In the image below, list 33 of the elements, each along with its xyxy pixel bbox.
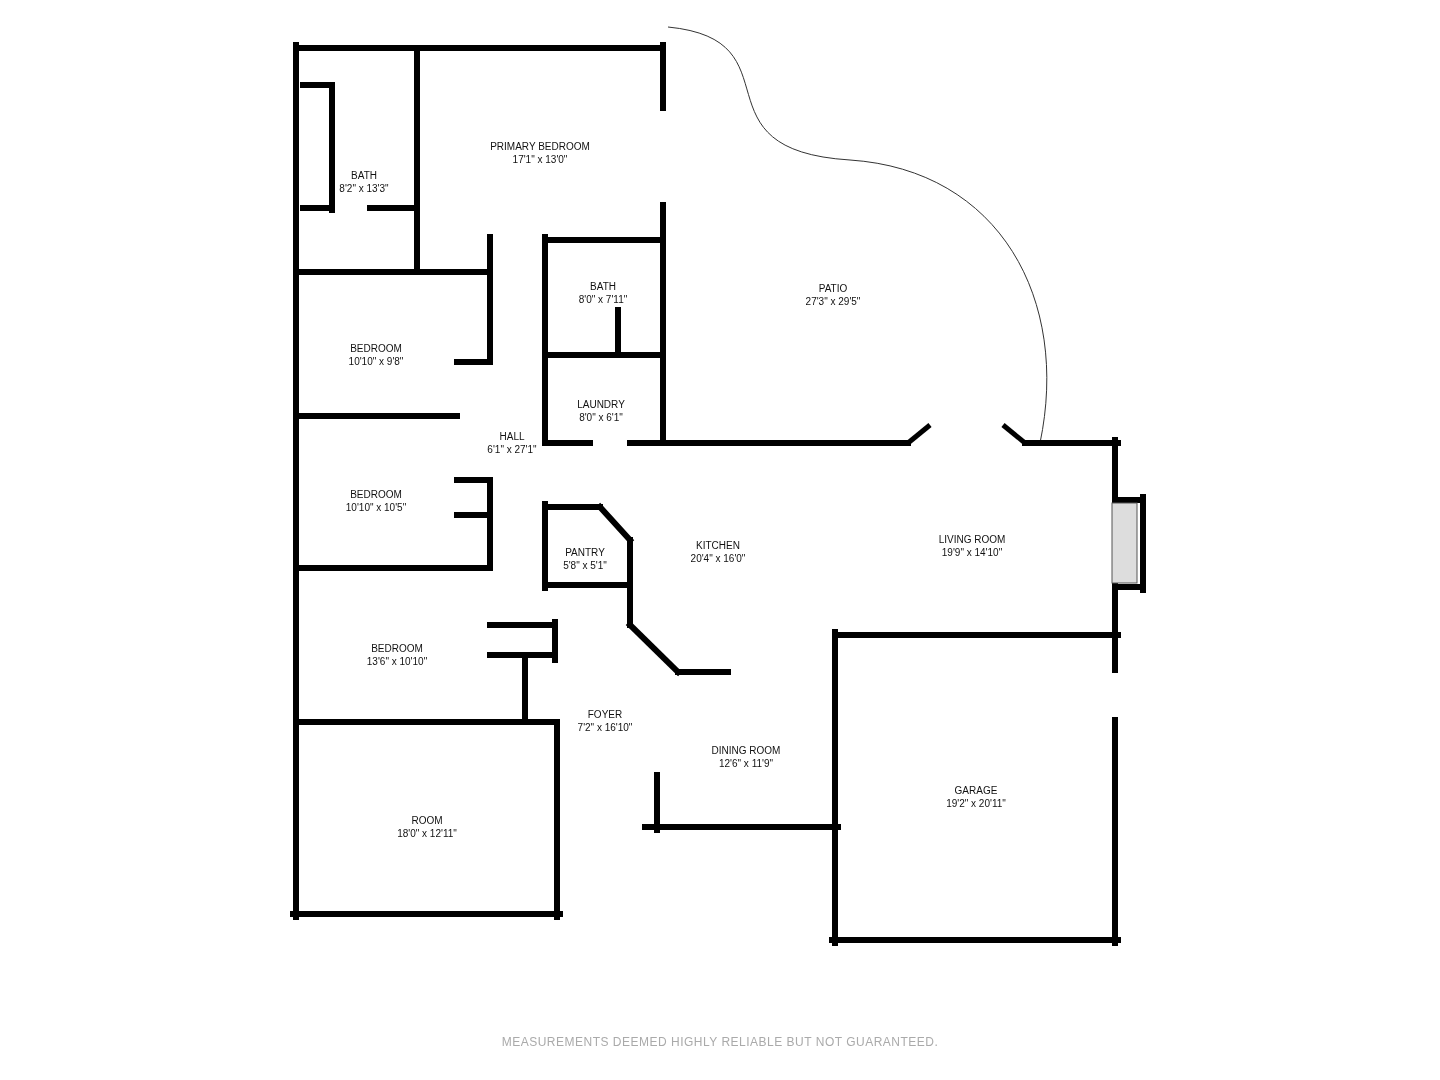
room-dimensions: 13'6" x 10'10" <box>365 655 429 668</box>
room-name: LIVING ROOM <box>937 533 1007 546</box>
room-dimensions: 5'8" x 5'1" <box>562 559 608 572</box>
room-dimensions: 12'6" x 11'9" <box>717 757 775 770</box>
disclaimer-note: MEASUREMENTS DEEMED HIGHLY RELIABLE BUT NOT GUARANTEED. <box>501 1035 939 1049</box>
room-dimensions: 10'10" x 10'5" <box>344 501 408 514</box>
room-name: PRIMARY BEDROOM <box>489 140 591 153</box>
room-name: BATH <box>589 280 617 293</box>
room-dimensions: 17'1" x 13'0" <box>511 153 569 166</box>
room-dimensions: 18'0" x 12'11" <box>396 827 458 840</box>
room-dimensions: 27'3" x 29'5" <box>804 295 862 308</box>
room-name: BATH <box>350 169 378 182</box>
room-dimensions: 20'4" x 16'0" <box>689 552 747 565</box>
room-dimensions: 19'9" x 14'10" <box>940 546 1004 559</box>
room-name: BEDROOM <box>349 488 403 501</box>
room-name: LAUNDRY <box>576 398 626 411</box>
room-name: FOYER <box>586 708 624 721</box>
room-name: BEDROOM <box>349 342 403 355</box>
room-dimensions: 10'10" x 9'8" <box>347 355 405 368</box>
room-name: GARAGE <box>953 784 999 797</box>
room-dimensions: 8'0" x 6'1" <box>578 411 624 424</box>
room-name: KITCHEN <box>695 539 741 552</box>
room-dimensions: 8'0" x 7'11" <box>577 293 629 306</box>
room-name: PANTRY <box>564 546 606 559</box>
room-dimensions: 7'2" x 16'10" <box>576 721 634 734</box>
room-name: HALL <box>498 430 526 443</box>
room-dimensions: 19'2" x 20'11" <box>945 797 1007 810</box>
room-name: PATIO <box>817 282 849 295</box>
room-name: DINING ROOM <box>710 744 782 757</box>
room-name: BEDROOM <box>370 642 424 655</box>
room-dimensions: 8'2" x 13'3" <box>338 182 390 195</box>
room-dimensions: 6'1" x 27'1" <box>486 443 538 456</box>
room-name: ROOM <box>410 814 444 827</box>
